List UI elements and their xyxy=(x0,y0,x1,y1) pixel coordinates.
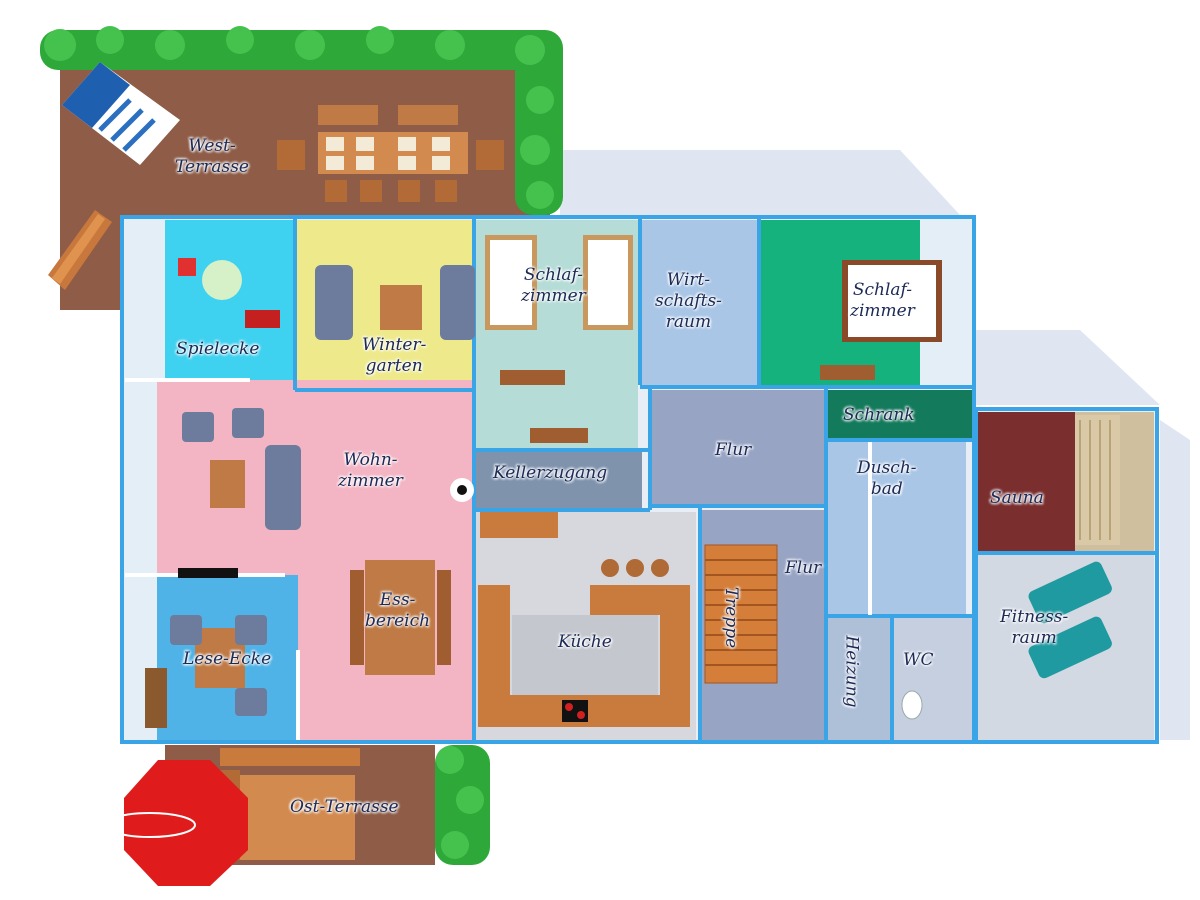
label-fitnessraum: Fitness-raum xyxy=(1000,607,1069,648)
room-wirtschaftsraum xyxy=(641,220,758,385)
stairs xyxy=(704,544,778,684)
furniture xyxy=(145,235,1120,728)
label-flur-unten: Flur xyxy=(785,558,822,578)
hedge xyxy=(40,26,563,215)
label-schlafzimmer-1: Schlaf-zimmer xyxy=(521,265,586,306)
label-wintergarten: Winter-garten xyxy=(362,335,427,376)
label-kueche: Küche xyxy=(558,632,612,652)
room-duschbad xyxy=(826,442,966,615)
label-west-terrasse: West-Terrasse xyxy=(175,136,249,177)
label-schrank: Schrank xyxy=(843,405,915,425)
lounger-icon xyxy=(48,210,112,290)
room-schrank xyxy=(826,390,973,440)
label-flur-oben: Flur xyxy=(715,440,752,460)
west-terrasse xyxy=(40,26,563,310)
room-heizung xyxy=(826,617,891,740)
label-spielecke: Spielecke xyxy=(176,339,260,359)
room-kellerzugang xyxy=(476,452,642,510)
room-wc xyxy=(893,617,973,740)
label-essbereich: Ess-bereich xyxy=(365,590,431,631)
label-wohnzimmer: Wohn-zimmer xyxy=(338,450,403,491)
label-duschbad: Dusch-bad xyxy=(857,458,917,499)
label-wirtschaftsraum: Wirt-schafts-raum xyxy=(655,270,722,332)
label-kellerzugang: Kellerzugang xyxy=(493,463,608,483)
label-schlafzimmer-2: Schlaf-zimmer xyxy=(850,280,915,321)
parasol-icon xyxy=(104,760,248,886)
label-wc: WC xyxy=(903,650,934,670)
terrace-dining-table xyxy=(277,105,504,202)
walls xyxy=(120,215,1159,744)
room-flur-oben xyxy=(652,390,824,505)
hedge-ost xyxy=(435,745,490,865)
ost-terrasse xyxy=(104,745,490,886)
building-shadow xyxy=(560,150,1190,740)
label-treppe: Treppe xyxy=(721,586,742,649)
beach-chair-icon xyxy=(62,62,180,165)
label-heizung: Heizung xyxy=(841,635,862,708)
label-sauna: Sauna xyxy=(990,488,1044,508)
label-ost-terrasse: Ost-Terrasse xyxy=(290,797,399,817)
label-lese-ecke: Lese-Ecke xyxy=(183,649,272,669)
